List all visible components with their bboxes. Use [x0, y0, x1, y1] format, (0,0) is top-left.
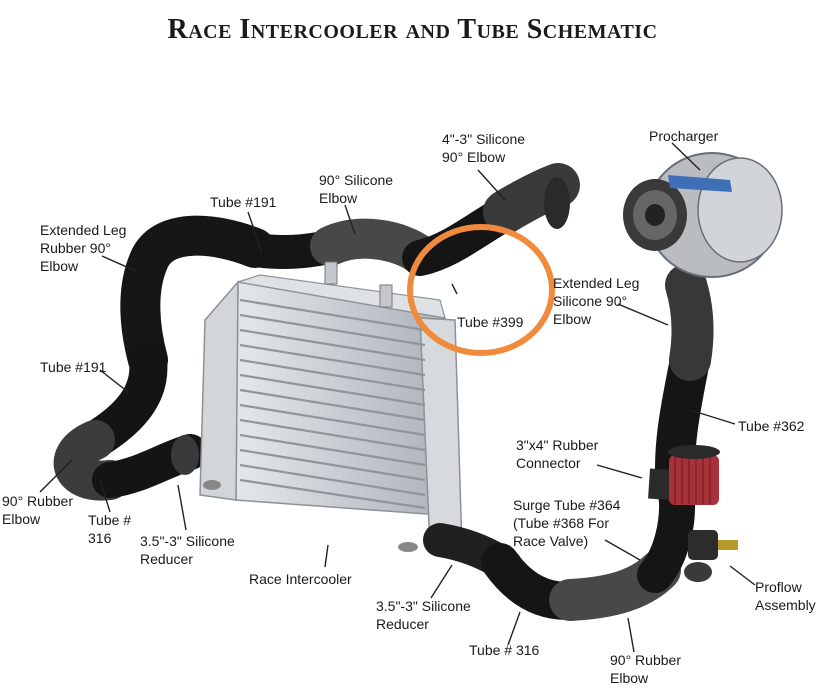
label-tube-191-left: Tube #191 — [40, 359, 107, 375]
label-tube-399: Tube #399 — [457, 314, 524, 330]
procharger-unit — [623, 152, 783, 278]
page-title: Race Intercooler and Tube Schematic — [167, 14, 658, 45]
label-procharger: Procharger — [649, 128, 719, 144]
leader-lines — [39, 142, 756, 653]
label-tube-191-top: Tube #191 — [210, 194, 277, 210]
label-silicone-90-elbow: 90° Silicone Elbow — [319, 172, 394, 206]
reducer-left — [171, 435, 199, 475]
highlight-circle — [407, 224, 555, 356]
silicone-elbow-right — [665, 264, 714, 381]
tube-191-upper — [120, 215, 275, 380]
label-silicone-4-3-elbow: 4"-3" Silicone 90° Elbow — [442, 131, 526, 165]
label-tube-362: Tube #362 — [738, 418, 805, 434]
air-filter — [668, 445, 720, 505]
label-race-intercooler: Race Intercooler — [249, 571, 352, 587]
label-rubber-90-elbow-left: 90° Rubber Elbow — [2, 493, 73, 527]
label-surge-tube: Surge Tube #364 (Tube #368 For Race Valv… — [513, 497, 621, 549]
label-rubber-90-elbow-bottom: 90° Rubber Elbow — [610, 652, 681, 686]
intercooler-end-left — [199, 279, 239, 501]
label-rubber-connector: 3"x4" Rubber Connector — [516, 437, 599, 471]
label-tube-316-bottom: Tube # 316 — [469, 642, 540, 658]
label-tube-316-left: Tube # 316 — [88, 512, 132, 546]
label-extended-leg-silicone-elbow: Extended Leg Silicone 90° Elbow — [553, 275, 640, 327]
intercooler-top — [237, 274, 446, 319]
intercooler-fins — [239, 298, 426, 510]
label-extended-leg-rubber-elbow: Extended Leg Rubber 90° Elbow — [40, 222, 127, 274]
proflow-valve — [684, 530, 738, 582]
label-reducer-bottom: 3.5"-3" Silicone Reducer — [376, 598, 471, 632]
label-proflow-assembly: Proflow Assembly — [755, 579, 816, 613]
label-reducer-left: 3.5"-3" Silicone Reducer — [140, 533, 235, 567]
